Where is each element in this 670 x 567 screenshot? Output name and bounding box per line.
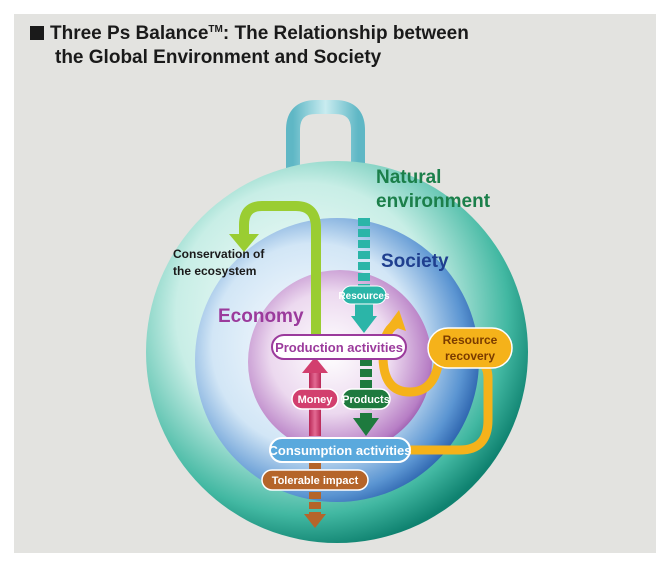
natural-environment-label-1: Natural bbox=[376, 167, 441, 188]
resource-recovery-badge: Resource recovery bbox=[427, 327, 513, 369]
title-line1-post: : The Relationship between bbox=[222, 23, 469, 44]
economy-sphere bbox=[248, 270, 432, 454]
tolerable-impact-badge: Tolerable impact bbox=[261, 469, 369, 491]
products-label: Products bbox=[342, 394, 390, 406]
economy-label: Economy bbox=[218, 306, 304, 327]
money-badge: Money bbox=[291, 388, 339, 410]
square-bullet-icon bbox=[30, 26, 44, 40]
resources-badge: Resources bbox=[338, 285, 390, 305]
trademark-mark: TM bbox=[208, 24, 223, 35]
resources-label: Resources bbox=[338, 291, 390, 302]
title-line2: the Global Environment and Society bbox=[55, 47, 382, 68]
globe-handle bbox=[286, 100, 365, 187]
resource-recovery-label-1: Resource bbox=[443, 333, 498, 347]
conservation-label-1: Conservation of bbox=[173, 247, 265, 261]
resource-recovery-label-2: recovery bbox=[445, 349, 495, 363]
natural-environment-label-2: environment bbox=[376, 191, 491, 212]
products-badge: Products bbox=[341, 388, 391, 410]
society-label: Society bbox=[381, 251, 449, 272]
money-label: Money bbox=[298, 394, 334, 406]
production-activities-label: Production activities bbox=[275, 340, 403, 355]
conservation-arrow bbox=[229, 201, 321, 335]
consumption-activities-box: Consumption activities bbox=[268, 437, 412, 463]
conservation-label-2: the ecosystem bbox=[173, 264, 256, 278]
tolerable-impact-label: Tolerable impact bbox=[272, 475, 359, 487]
diagram-title: Three Ps BalanceTM: The Relationship bet… bbox=[30, 22, 469, 70]
title-line1-pre: Three Ps Balance bbox=[50, 23, 209, 44]
consumption-activities-label: Consumption activities bbox=[268, 443, 411, 458]
production-activities-box: Production activities bbox=[271, 334, 407, 360]
